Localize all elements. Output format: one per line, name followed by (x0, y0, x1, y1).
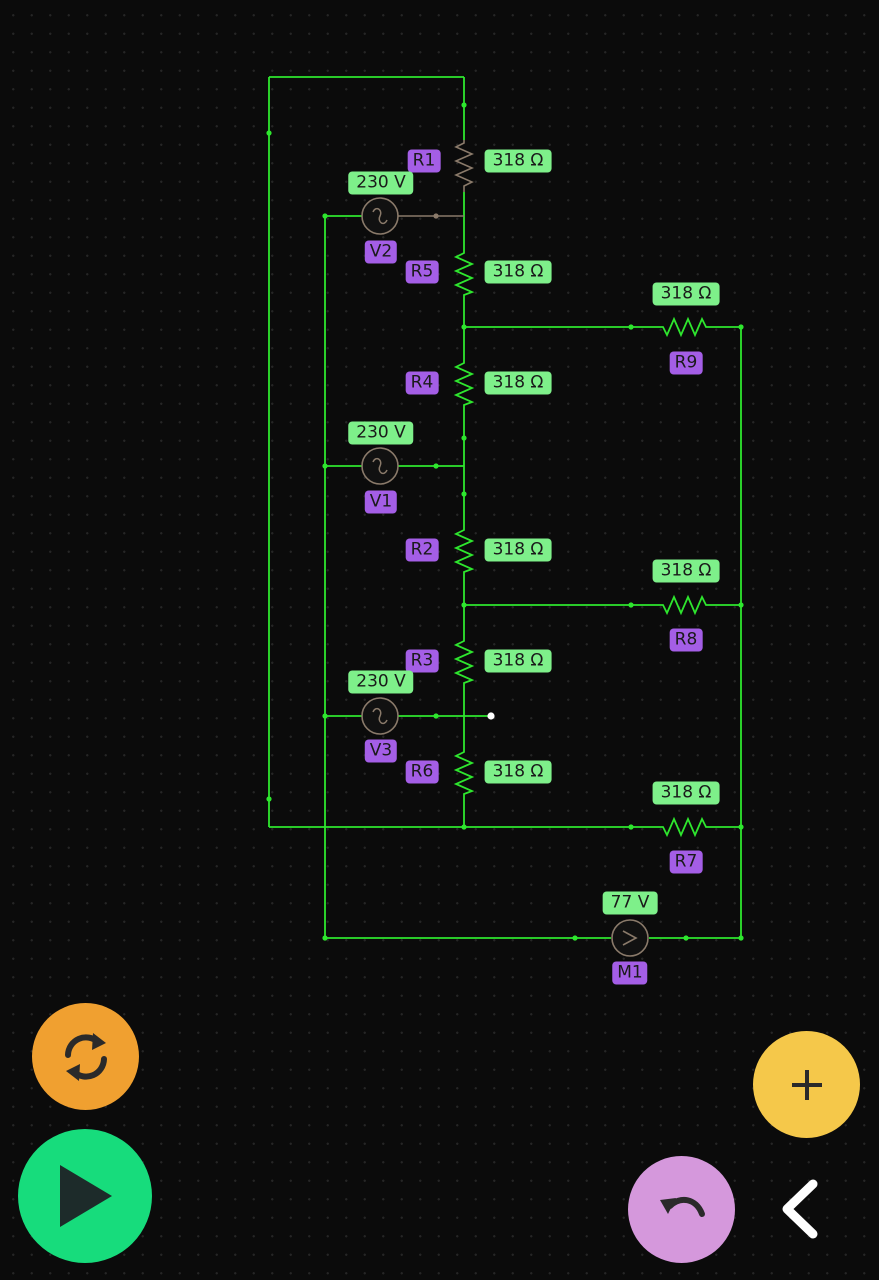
label-V3-value[interactable]: 230 V (348, 670, 414, 694)
resistor-R5[interactable] (453, 250, 475, 298)
resistor-R2[interactable] (453, 527, 475, 575)
ac-source-V2[interactable] (361, 197, 399, 235)
chevron-left-icon (782, 1179, 818, 1239)
label-R2-name[interactable]: R2 (405, 538, 439, 562)
run-simulation-button[interactable] (18, 1129, 152, 1263)
label-R5-value[interactable]: 318 Ω (484, 260, 552, 284)
label-R9-value[interactable]: 318 Ω (652, 282, 720, 306)
label-R7-name[interactable]: R7 (669, 850, 703, 874)
label-R1-name[interactable]: R1 (407, 149, 441, 173)
resistor-R8[interactable] (660, 594, 712, 616)
resistor-R6[interactable] (453, 749, 475, 797)
label-M1-value[interactable]: 77 V (602, 891, 658, 915)
refresh-button[interactable] (32, 1003, 139, 1110)
back-button[interactable] (766, 1172, 832, 1246)
label-R2-value[interactable]: 318 Ω (484, 538, 552, 562)
resistor-R7[interactable] (660, 816, 712, 838)
play-icon (60, 1165, 112, 1227)
junction-nodes (266, 102, 744, 941)
ac-source-V1[interactable] (361, 447, 399, 485)
ac-source-V3[interactable] (361, 697, 399, 735)
label-V1-name[interactable]: V1 (364, 490, 398, 514)
label-R7-value[interactable]: 318 Ω (652, 781, 720, 805)
label-V3-name[interactable]: V3 (364, 739, 398, 763)
plus-icon (791, 1069, 822, 1100)
label-R3-name[interactable]: R3 (405, 649, 439, 673)
resistor-R9[interactable] (660, 316, 712, 338)
label-M1-name[interactable]: M1 (612, 961, 648, 985)
undo-icon (659, 1196, 705, 1217)
label-R6-name[interactable]: R6 (405, 760, 439, 784)
label-R5-name[interactable]: R5 (405, 260, 439, 284)
label-R9-name[interactable]: R9 (669, 351, 703, 375)
undo-button[interactable] (628, 1156, 735, 1263)
label-R1-value[interactable]: 318 Ω (484, 149, 552, 173)
resistor-R3[interactable] (453, 638, 475, 686)
label-V2-name[interactable]: V2 (364, 240, 398, 264)
resistor-R4[interactable] (453, 360, 475, 408)
label-R8-value[interactable]: 318 Ω (652, 559, 720, 583)
label-V2-value[interactable]: 230 V (348, 171, 414, 195)
motor-M1[interactable] (611, 919, 649, 957)
add-component-button[interactable] (753, 1031, 860, 1138)
refresh-icon (64, 1032, 107, 1081)
label-R8-name[interactable]: R8 (669, 628, 703, 652)
label-R6-value[interactable]: 318 Ω (484, 760, 552, 784)
label-R4-value[interactable]: 318 Ω (484, 371, 552, 395)
label-R3-value[interactable]: 318 Ω (484, 649, 552, 673)
label-R4-name[interactable]: R4 (405, 371, 439, 395)
resistor-R1[interactable] (454, 140, 474, 192)
label-V1-value[interactable]: 230 V (348, 421, 414, 445)
